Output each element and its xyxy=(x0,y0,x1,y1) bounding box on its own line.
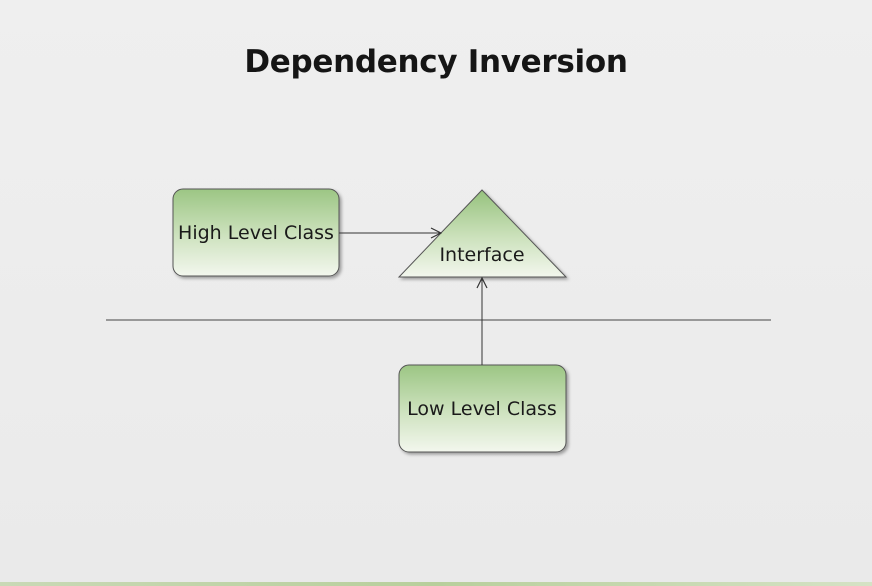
interface-label: Interface xyxy=(439,244,524,266)
high-level-class-label: High Level Class xyxy=(178,222,334,244)
slide-bottom-bar xyxy=(0,582,872,586)
low-level-class-node[interactable]: Low Level Class xyxy=(398,364,567,453)
high-level-class-node[interactable]: High Level Class xyxy=(172,188,340,277)
low-level-class-label: Low Level Class xyxy=(407,398,557,420)
slide-title: Dependency Inversion xyxy=(244,44,628,80)
